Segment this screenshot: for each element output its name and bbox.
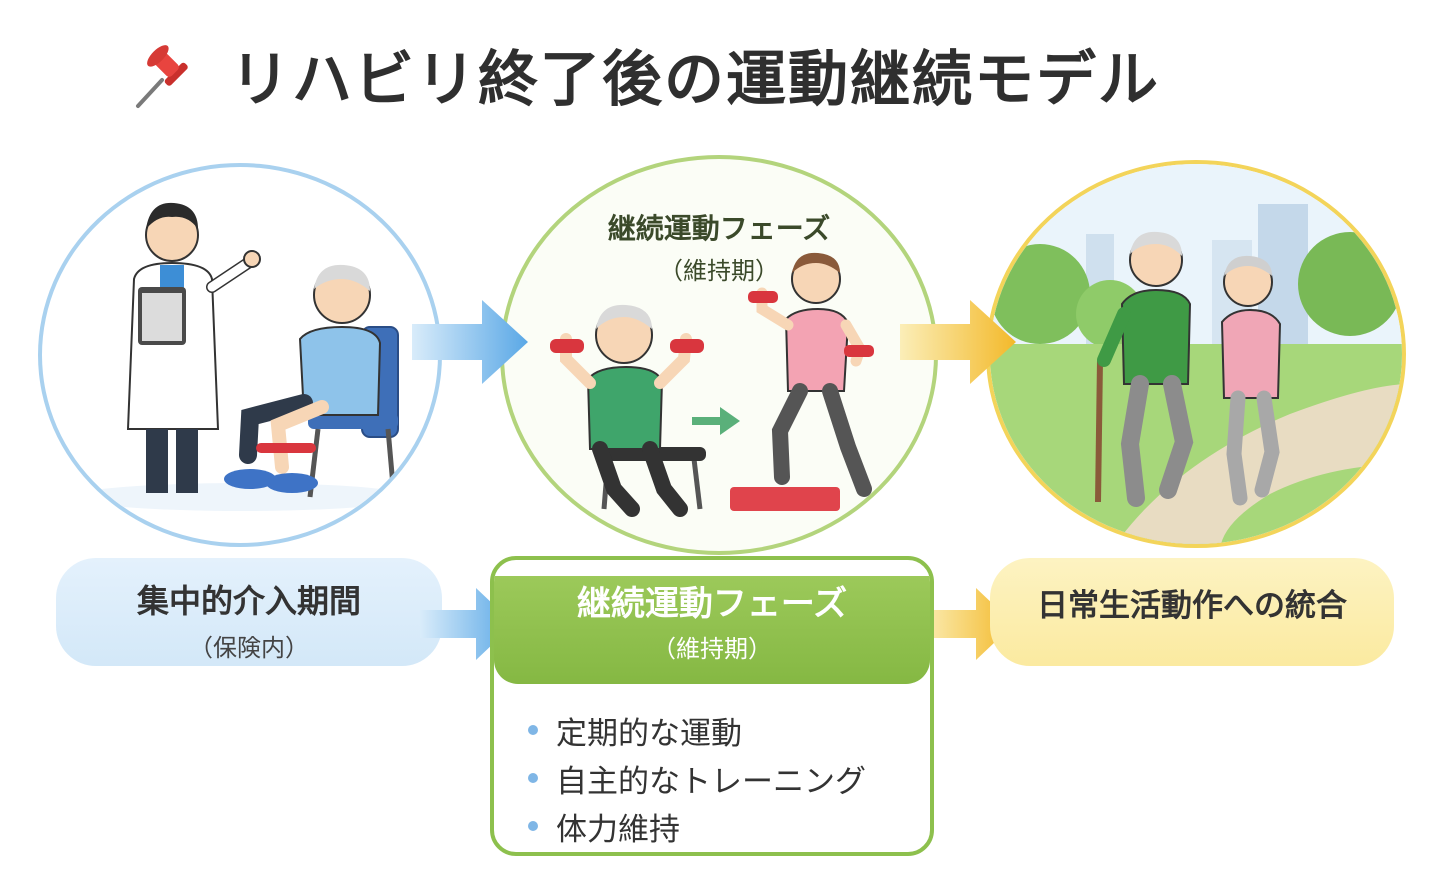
bullet-icon — [528, 725, 538, 735]
arrow-right-icon — [900, 300, 1016, 384]
seated-exercise-figure — [550, 304, 706, 517]
list-item: 定期的な運動 — [528, 706, 930, 754]
phase-sublabel: （維持期） — [652, 635, 772, 663]
circle-phase-subtitle: （維持期） — [659, 257, 779, 285]
list-item: 自主的なトレーニング — [528, 754, 930, 802]
phase-sublabel: （保険内） — [189, 634, 309, 662]
page-title: リハビリ終了後の運動継続モデル — [230, 44, 1160, 115]
phase-box-maintenance: 継続運動フェーズ （維持期） 定期的な運動 自主的なトレーニング 体力維持 — [490, 556, 934, 856]
walking-woman-figure — [1220, 255, 1282, 506]
arrow-right-icon — [412, 300, 528, 384]
intensive-phase-illustration — [38, 163, 442, 547]
pushpin-icon — [136, 45, 188, 108]
therapist-figure — [126, 202, 261, 493]
phase-label: 継続運動フェーズ — [576, 584, 848, 624]
circle-phase-title: 継続運動フェーズ — [607, 212, 831, 245]
phase-label-intensive: 集中的介入期間 （保険内） — [56, 558, 442, 666]
daily-life-illustration — [986, 160, 1406, 548]
phase-label-daily-life: 日常生活動作への統合 — [990, 558, 1394, 666]
phase-box-header: 継続運動フェーズ （維持期） — [494, 576, 930, 684]
step-exercise-figure — [730, 252, 874, 511]
title-row: リハビリ終了後の運動継続モデル — [128, 28, 1160, 120]
patient-figure — [224, 264, 382, 493]
bullet-icon — [528, 773, 538, 783]
phase-label: 日常生活動作への統合 — [1037, 588, 1347, 624]
activity-list: 定期的な運動 自主的なトレーニング 体力維持 — [494, 706, 930, 850]
phase-label: 集中的介入期間 — [136, 582, 361, 620]
bullet-icon — [528, 821, 538, 831]
maintenance-phase-illustration: 継続運動フェーズ （維持期） — [500, 155, 938, 555]
walking-man-figure — [1095, 231, 1194, 507]
list-item: 体力維持 — [528, 802, 930, 850]
